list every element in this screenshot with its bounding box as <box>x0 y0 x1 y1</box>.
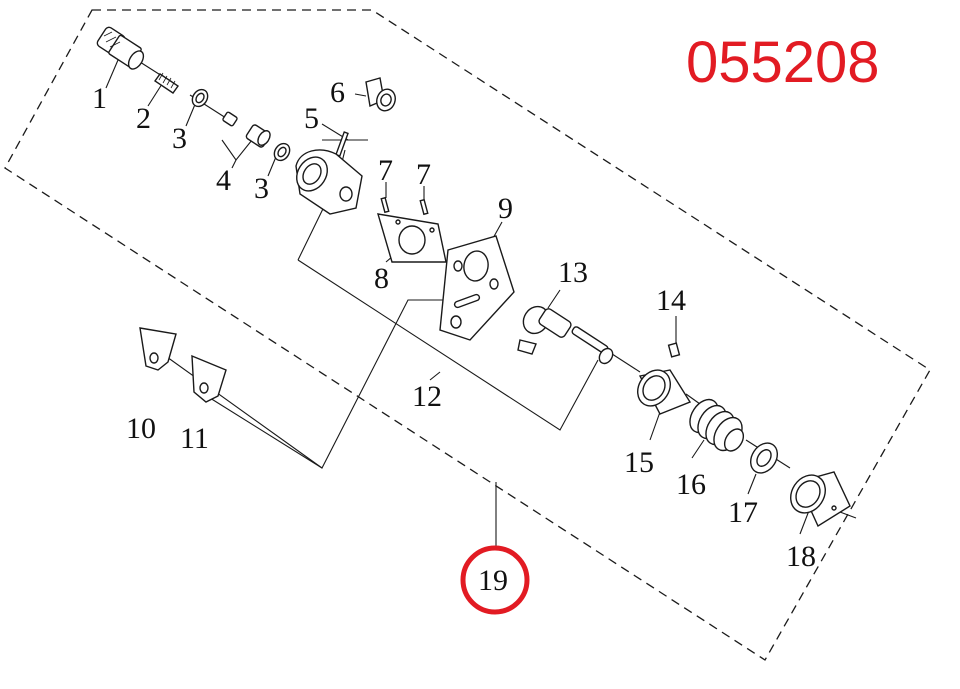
part-10-bracket <box>139 327 177 371</box>
part-11-bracket <box>191 354 227 403</box>
part-15-sleeve <box>637 369 692 415</box>
label-part-17: 17 <box>728 496 758 529</box>
part-7-screw <box>380 196 390 214</box>
label-part-18: 18 <box>786 540 816 573</box>
highlight-circle-part-19 <box>460 545 530 615</box>
label-part-9: 9 <box>498 192 513 225</box>
label-part-15: 15 <box>624 446 654 479</box>
part-18-end-cap <box>790 471 851 528</box>
part-2-spring <box>154 72 179 94</box>
label-part-12: 12 <box>412 380 442 413</box>
label-part-13: 13 <box>558 256 588 289</box>
label-part-3-second: 3 <box>254 172 269 205</box>
part-14-key <box>667 342 681 358</box>
label-part-14: 14 <box>656 284 686 317</box>
label-part-8: 8 <box>374 262 389 295</box>
part-1-fitting <box>96 26 145 70</box>
label-part-3: 3 <box>172 122 187 155</box>
label-part-2: 2 <box>136 102 151 135</box>
label-part-6: 6 <box>330 76 345 109</box>
part-8-gasket <box>377 213 447 263</box>
label-part-11: 11 <box>180 422 209 455</box>
label-part-16: 16 <box>676 468 706 501</box>
part-4-valve <box>222 111 271 148</box>
part-17-ring <box>749 442 779 474</box>
part-code: 055208 <box>686 30 880 95</box>
housing-body <box>295 149 363 215</box>
label-part-19: 19 <box>478 564 508 597</box>
label-part-4: 4 <box>216 164 231 197</box>
label-part-7-second: 7 <box>416 158 431 191</box>
part-9-plate <box>439 235 515 341</box>
part-5-pin <box>335 131 349 157</box>
part-13-lever <box>517 305 614 365</box>
part-16-spring <box>689 398 745 452</box>
label-part-10: 10 <box>126 412 156 445</box>
part-6-elbow <box>365 77 396 112</box>
label-part-1: 1 <box>92 82 107 115</box>
label-part-5: 5 <box>304 102 319 135</box>
part-7-screw-2 <box>419 198 429 216</box>
label-part-7: 7 <box>378 154 393 187</box>
